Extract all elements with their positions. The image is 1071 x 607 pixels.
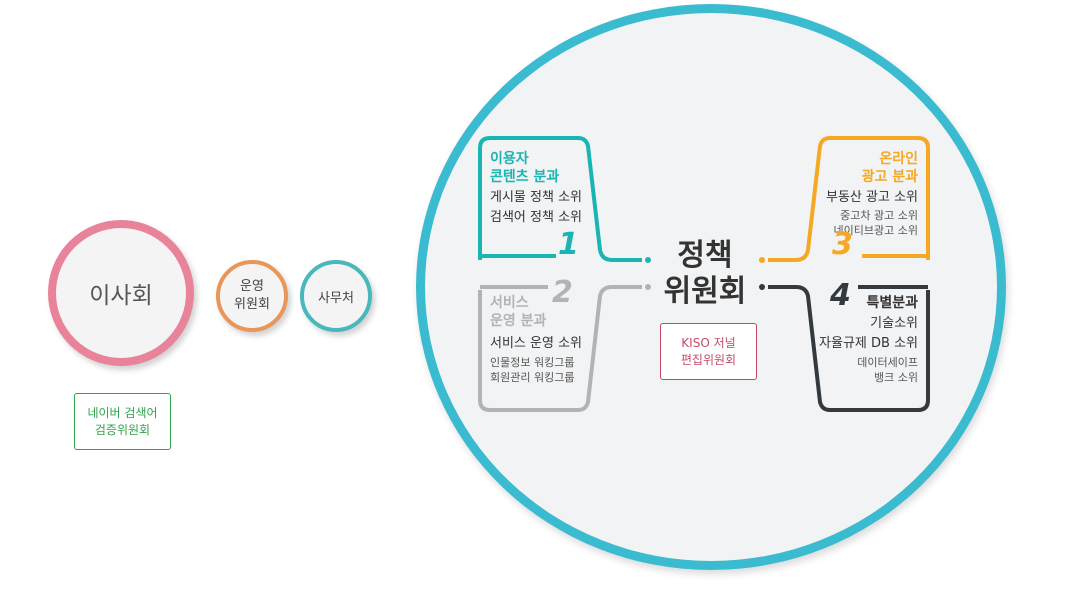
center-title-line2: 위원회 bbox=[663, 274, 747, 309]
kiso-journal-committee-box: KISO 저널 편집위원회 bbox=[660, 323, 757, 380]
panel-1-title-line1: 이용자 bbox=[490, 151, 529, 167]
panel-4-frame bbox=[768, 285, 930, 412]
policy-committee-title: 정책 위원회 bbox=[652, 238, 758, 310]
panel-4-title-line1: 특별분과 bbox=[866, 295, 918, 311]
secretariat-circle: 사무처 bbox=[300, 260, 372, 332]
board-circle: 이사회 bbox=[48, 220, 194, 366]
panel-3-title-line1: 온라인 bbox=[879, 151, 918, 167]
steering-label-line1: 운영 bbox=[240, 279, 264, 294]
naver-verification-committee-box: 네이버 검색어 검증위원회 bbox=[74, 393, 171, 450]
panel-4-items: 기술소위 자율규제 DB 소위 bbox=[800, 314, 918, 354]
panel-2-title-line2: 운영 분과 bbox=[490, 313, 547, 329]
panel-4-subitems: 데이터세이프 뱅크 소위 bbox=[810, 355, 918, 385]
panel-1-title: 이용자 콘텐츠 분과 bbox=[490, 150, 559, 186]
panel-1-item: 게시물 정책 소위 bbox=[490, 190, 582, 205]
panel-4-item: 기술소위 bbox=[870, 316, 918, 331]
panel-3-title: 온라인 광고 분과 bbox=[830, 150, 918, 186]
kiso-label-line1: KISO 저널 bbox=[681, 335, 736, 350]
panel-2-subitems: 인물정보 워킹그룹 회원관리 워킹그룹 bbox=[490, 355, 574, 385]
panel-4-number: 4 bbox=[830, 278, 851, 313]
panel-3-number: 3 bbox=[832, 227, 853, 262]
panel-1-items: 게시물 정책 소위 검색어 정책 소위 bbox=[490, 188, 582, 228]
panel-1-item: 검색어 정책 소위 bbox=[490, 210, 582, 225]
panel-1-number: 1 bbox=[558, 227, 579, 262]
panel-2-number: 2 bbox=[552, 275, 573, 310]
panel-4-item: 자율규제 DB 소위 bbox=[819, 336, 918, 351]
kiso-label-line2: 편집위원회 bbox=[680, 352, 737, 367]
panel-4-subitem: 데이터세이프 bbox=[857, 356, 918, 369]
panel-4-subitem: 뱅크 소위 bbox=[874, 371, 918, 384]
steering-label-line2: 위원회 bbox=[234, 297, 270, 312]
panel-1-connector-dot bbox=[645, 257, 651, 263]
steering-committee-circle: 운영 위원회 bbox=[216, 260, 288, 332]
panel-3-items: 부동산 광고 소위 bbox=[810, 188, 918, 208]
panel-3-item: 부동산 광고 소위 bbox=[826, 190, 918, 205]
board-label: 이사회 bbox=[89, 283, 153, 309]
panel-2-item: 서비스 운영 소위 bbox=[490, 336, 582, 351]
panel-2-items: 서비스 운영 소위 bbox=[490, 334, 582, 354]
panel-2-subitem: 회원관리 워킹그룹 bbox=[490, 371, 575, 384]
center-title-line1: 정책 bbox=[677, 238, 733, 273]
panel-2-frame bbox=[478, 285, 642, 412]
panel-3-subitem: 네이티브광고 소위 bbox=[833, 224, 918, 237]
secretariat-label: 사무처 bbox=[318, 290, 354, 306]
panel-3-connector-dot bbox=[759, 257, 765, 263]
naver-label-line1: 네이버 검색어 bbox=[87, 405, 158, 420]
naver-label-line2: 검증위원회 bbox=[94, 422, 151, 437]
panel-1-frame bbox=[478, 136, 642, 262]
panel-2-title-line1: 서비스 bbox=[490, 295, 529, 311]
panel-3-subitems: 중고차 광고 소위 네이티브광고 소위 bbox=[810, 208, 918, 238]
panel-2-connector-dot bbox=[645, 284, 651, 290]
panel-3-frame bbox=[768, 136, 930, 262]
panel-1-title-line2: 콘텐츠 분과 bbox=[490, 169, 560, 185]
panel-3-title-line2: 광고 분과 bbox=[861, 169, 918, 185]
panel-3-subitem: 중고차 광고 소위 bbox=[840, 209, 918, 222]
panel-4-connector-dot bbox=[759, 284, 765, 290]
panel-4-title: 특별분과 bbox=[850, 294, 918, 312]
panel-2-subitem: 인물정보 워킹그룹 bbox=[490, 356, 575, 369]
panel-2-title: 서비스 운영 분과 bbox=[490, 294, 546, 330]
